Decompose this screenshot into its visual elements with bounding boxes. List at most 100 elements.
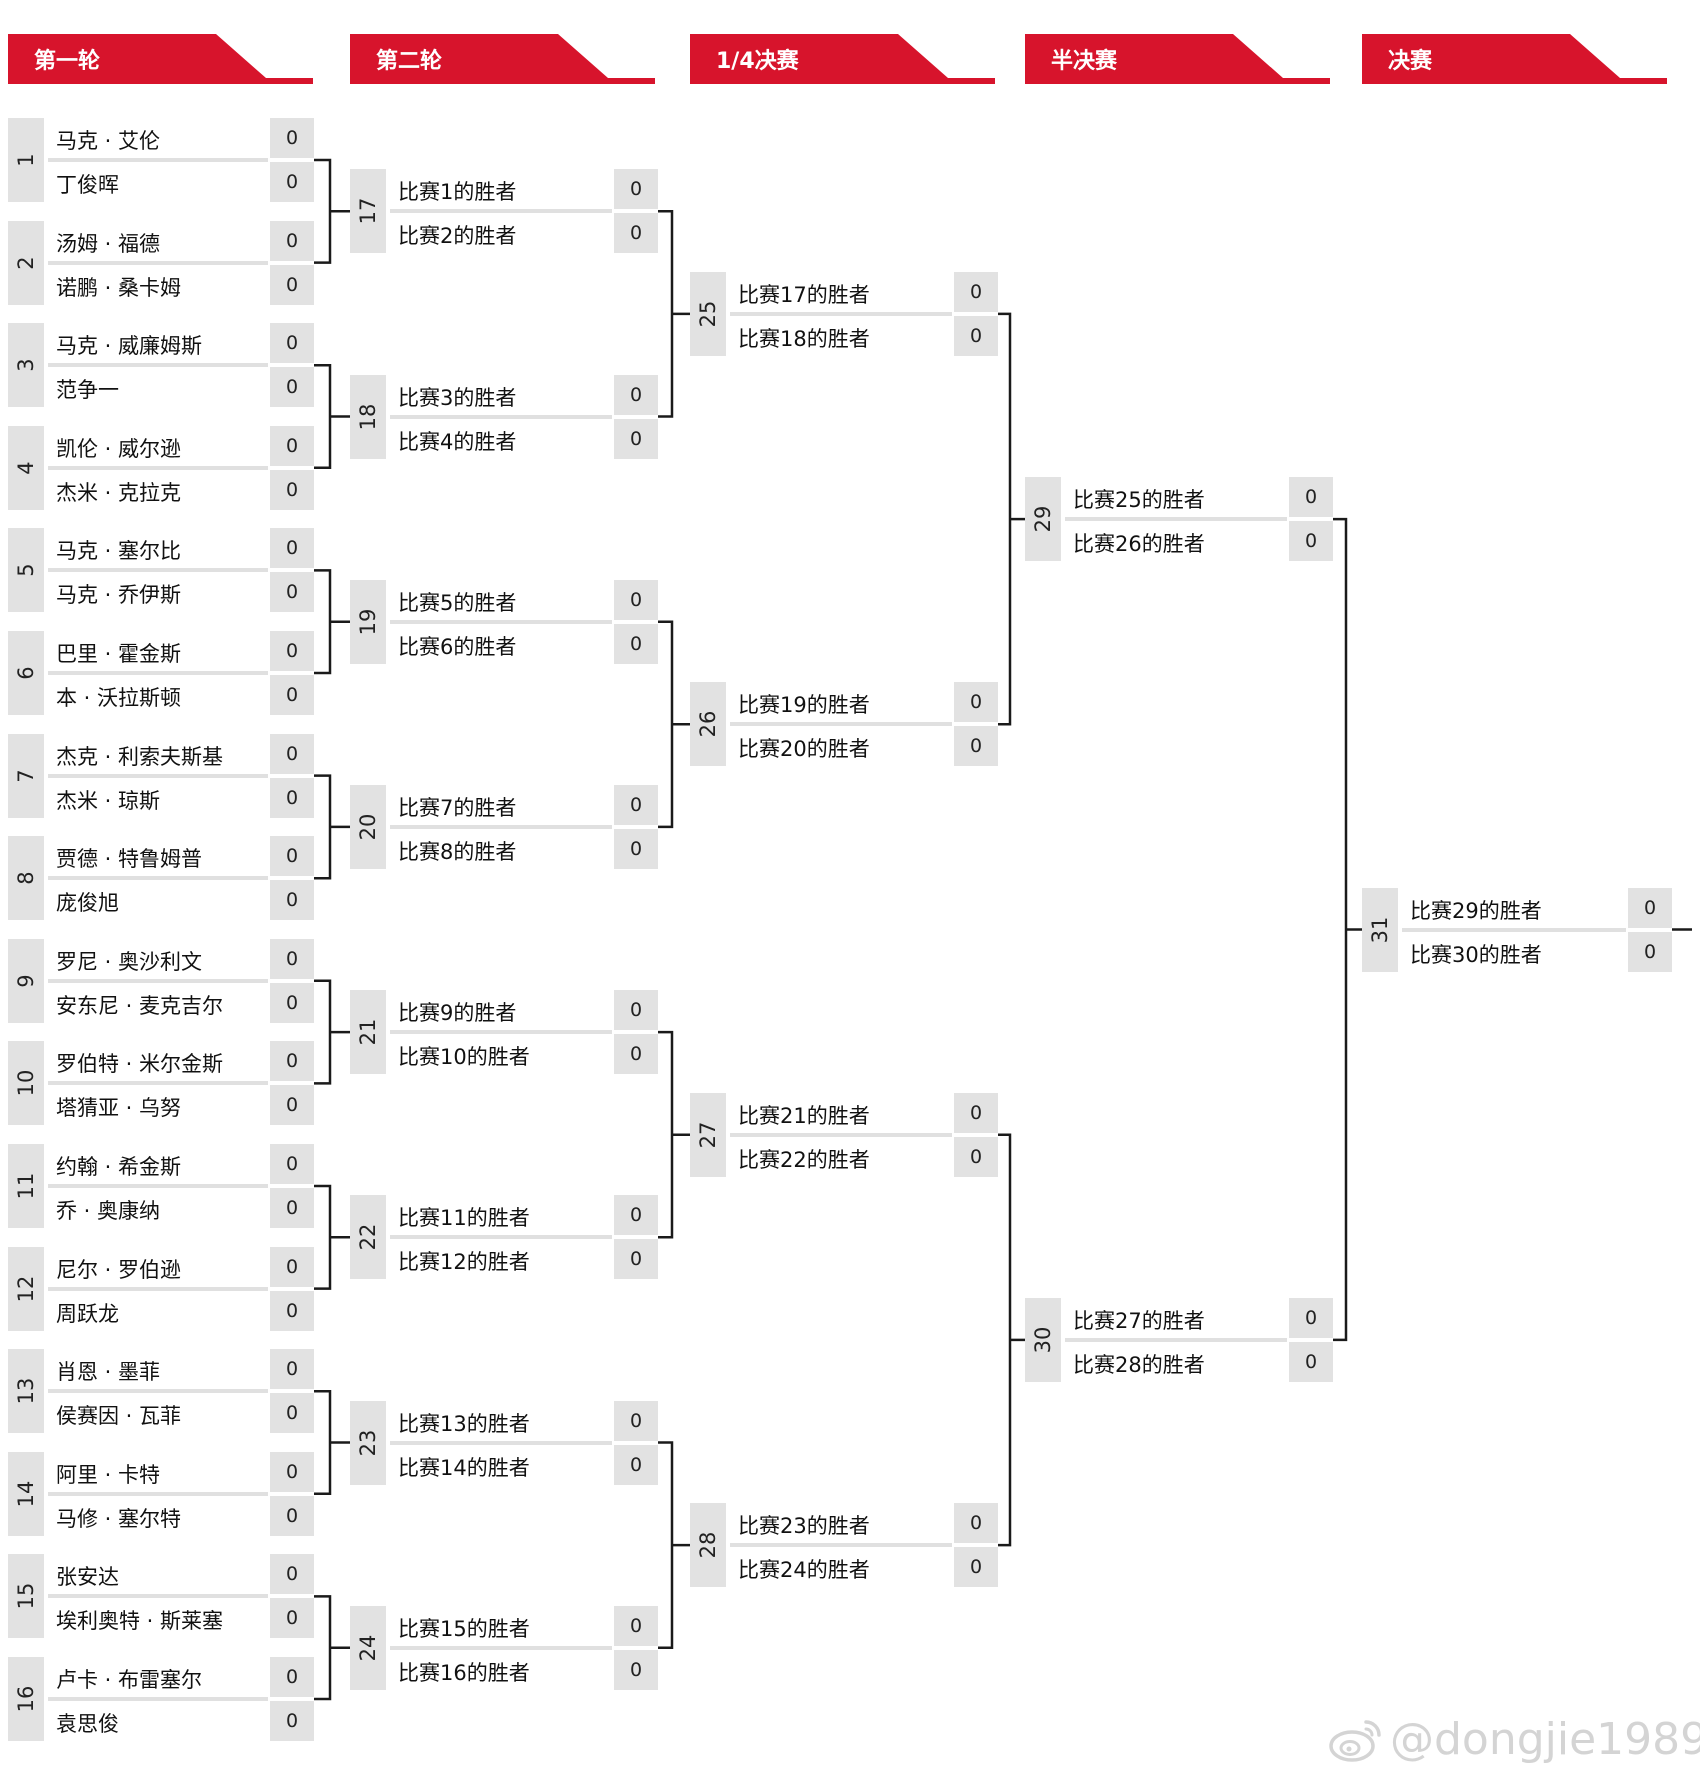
player-name: 比赛24的胜者 [738, 1558, 870, 1583]
player-score: 0 [270, 675, 314, 715]
player-row: 罗伯特 · 米尔金斯 [48, 1041, 268, 1082]
match-number: 24 [350, 1605, 386, 1690]
player-name: 马克 · 塞尔比 [56, 539, 182, 564]
match-number: 22 [350, 1195, 386, 1280]
player-score: 0 [614, 374, 658, 415]
player-score: 0 [614, 169, 658, 210]
watermark: @dongjie1989 [1328, 1710, 1700, 1770]
player-name: 比赛13的胜者 [398, 1411, 530, 1436]
match-number: 18 [350, 374, 386, 459]
player-name: 比赛10的胜者 [398, 1045, 530, 1070]
player-score: 0 [954, 1503, 998, 1544]
player-score: 0 [270, 220, 314, 261]
bracket-connector [658, 1030, 674, 1239]
player-name: 杰米 · 克拉克 [56, 480, 182, 505]
match-number: 4 [8, 425, 44, 510]
player-row: 比赛27的胜者 [1065, 1297, 1287, 1338]
player-score: 0 [270, 1393, 314, 1434]
match-number-label: 6 [14, 666, 38, 680]
match-number-label: 1 [14, 153, 38, 167]
match-number-label: 3 [14, 358, 38, 372]
match-number-label: 18 [356, 403, 380, 430]
row-separator [390, 1645, 612, 1650]
player-score: 0 [614, 579, 658, 620]
player-row: 侯赛因 · 瓦菲 [48, 1393, 268, 1434]
bracket-connector [314, 1184, 332, 1290]
match-number-label: 14 [14, 1480, 38, 1508]
player-row: 杰米 · 克拉克 [48, 469, 268, 510]
player-row: 比赛22的胜者 [730, 1136, 952, 1177]
player-score: 0 [954, 315, 998, 356]
match-number: 7 [8, 733, 44, 818]
player-name: 比赛21的胜者 [738, 1103, 870, 1128]
match-number: 12 [8, 1246, 44, 1331]
row-separator [390, 1235, 612, 1240]
player-score: 0 [270, 1188, 314, 1228]
match-number-label: 19 [356, 608, 380, 636]
player-name: 侯赛因 · 瓦菲 [56, 1404, 182, 1429]
player-row: 比赛11的胜者 [390, 1195, 612, 1236]
match-number: 5 [8, 528, 44, 613]
row-separator [390, 209, 612, 214]
player-name: 约翰 · 希金斯 [56, 1155, 182, 1179]
player-row: 比赛20的胜者 [730, 726, 952, 767]
player-row: 埃利奥特 · 斯莱塞 [48, 1598, 268, 1639]
round-header-label: 第一轮 [34, 49, 101, 74]
player-row: 罗尼 · 奥沙利文 [48, 938, 268, 979]
player-row: 丁俊晖 [48, 162, 268, 202]
player-row: 比赛21的胜者 [730, 1092, 952, 1133]
player-score: 0 [954, 1136, 998, 1177]
match-number-label: 28 [696, 1531, 720, 1559]
row-separator [48, 1697, 268, 1701]
player-name: 周跃龙 [56, 1301, 119, 1326]
match-number: 27 [690, 1092, 726, 1177]
bracket-connector [314, 1595, 332, 1701]
player-score: 0 [614, 418, 658, 459]
player-score: 0 [614, 784, 658, 825]
match-number-label: 7 [14, 768, 38, 783]
match-number-label: 23 [356, 1429, 380, 1456]
player-row: 马克 · 威廉姆斯 [48, 323, 268, 364]
player-name: 马修 · 塞尔特 [56, 1506, 182, 1531]
player-score: 0 [270, 836, 314, 877]
player-score: 0 [270, 733, 314, 774]
match-number: 9 [8, 938, 44, 1023]
player-name: 塔猜亚 · 乌努 [56, 1096, 182, 1121]
match-number-label: 16 [14, 1685, 38, 1713]
player-row: 凯伦 · 威尔逊 [48, 425, 268, 466]
match-number: 28 [690, 1503, 726, 1588]
match-number: 26 [690, 682, 726, 767]
player-name: 埃利奥特 · 斯莱塞 [56, 1609, 224, 1634]
row-separator [730, 1543, 952, 1548]
match-number-label: 4 [14, 461, 38, 475]
player-name: 比赛11的胜者 [398, 1206, 530, 1231]
player-name: 比赛30的胜者 [1410, 942, 1542, 967]
round-header-banner [350, 34, 655, 84]
row-separator [390, 1440, 612, 1445]
player-row: 杰克 · 利索夫斯基 [48, 733, 268, 774]
match-number-label: 15 [14, 1583, 38, 1610]
match-number: 2 [8, 220, 44, 305]
match-number: 30 [1025, 1297, 1061, 1382]
player-row: 比赛29的胜者 [1402, 887, 1626, 928]
match-number-label: 11 [14, 1172, 38, 1200]
player-name: 比赛19的胜者 [738, 693, 870, 718]
match-number: 3 [8, 323, 44, 408]
player-name: 比赛3的胜者 [398, 385, 517, 410]
match-number: 8 [8, 836, 44, 921]
row-separator [390, 1030, 612, 1035]
player-score: 0 [1289, 1297, 1333, 1338]
player-score: 0 [270, 118, 314, 158]
player-row: 卢卡 · 布雷塞尔 [48, 1657, 268, 1697]
player-row: 比赛4的胜者 [390, 418, 612, 459]
